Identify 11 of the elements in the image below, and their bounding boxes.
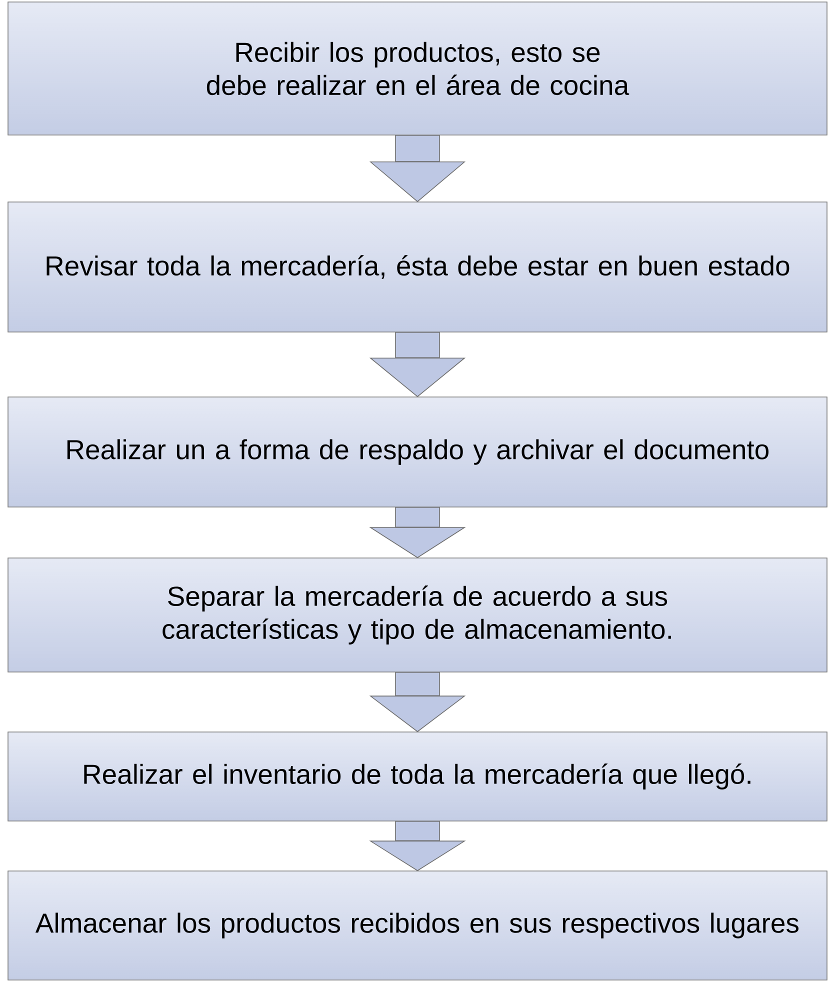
block-arrow — [369, 332, 466, 398]
process-box: Realizar un a forma de respaldo y archivar el documento — [8, 396, 828, 508]
process-box: Recibir los productos, esto se debe realizar en el área de cocina — [8, 2, 828, 136]
block-arrow — [369, 821, 466, 872]
process-box: Separar la mercadería de acuerdo a sus características y tipo de almacenamiento. — [8, 558, 828, 672]
process-box: Almacenar los productos recibidos en sus respectivos lugares — [8, 870, 828, 980]
process-box: Revisar toda la mercadería, ésta debe estar en buen estado — [8, 202, 828, 332]
block-arrow — [369, 135, 466, 202]
block-arrow — [369, 672, 466, 732]
block-arrow — [369, 507, 466, 558]
process-box: Realizar el inventario de toda la mercadería que llegó. — [8, 732, 828, 822]
